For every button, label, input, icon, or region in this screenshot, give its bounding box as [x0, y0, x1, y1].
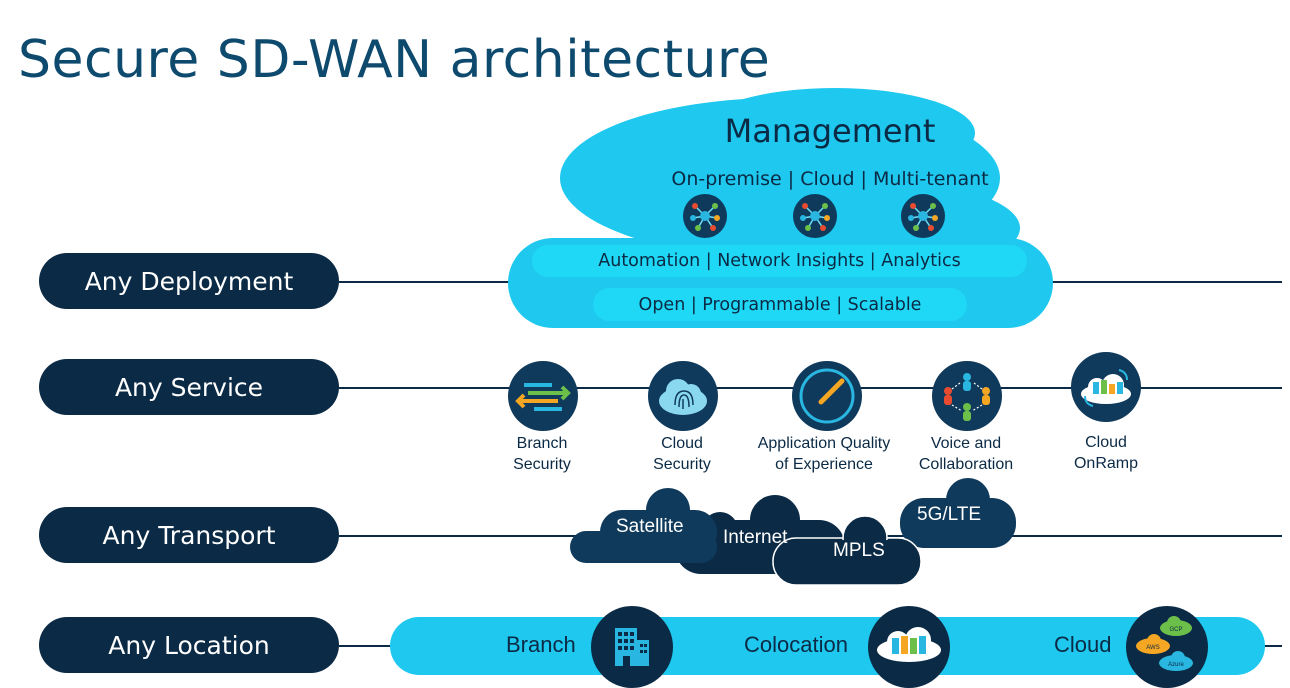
- datacenter-cloud-icon: [868, 606, 950, 688]
- voice-collaboration-icon: [932, 361, 1002, 431]
- service-label-cloud-security: Cloud Security: [653, 435, 711, 473]
- transport-internet: Internet: [723, 527, 788, 548]
- building-icon: [591, 606, 673, 688]
- service-label-cloud-onramp: Cloud OnRamp: [1073, 434, 1139, 472]
- transport-5g-lte: 5G/LTE: [917, 504, 982, 525]
- location-label-colocation: Colocation: [744, 632, 848, 657]
- service-label-branch-security: Branch Security: [513, 435, 571, 473]
- any-service-pill: Any Service: [39, 359, 339, 415]
- hub-network-icon: [683, 194, 727, 238]
- gcp-badge: GCP: [1169, 627, 1182, 633]
- management-title: Management: [724, 112, 936, 150]
- transport-clouds: [570, 478, 1016, 586]
- page-title: Secure SD-WAN architecture: [18, 30, 771, 90]
- cloud-onramp-icon: [1071, 352, 1141, 422]
- aws-badge: AWS: [1146, 645, 1159, 651]
- location-label-branch: Branch: [506, 632, 576, 657]
- open-band: Open | Programmable | Scalable: [593, 288, 967, 321]
- gauge-icon: [792, 361, 862, 431]
- multi-cloud-icon: GCP AWS Azure: [1126, 606, 1208, 688]
- cloud-security-icon: [648, 361, 718, 431]
- any-location-pill: Any Location: [39, 617, 339, 673]
- transport-satellite: Satellite: [616, 516, 684, 537]
- branch-security-icon: [508, 361, 578, 431]
- azure-badge: Azure: [1168, 662, 1184, 668]
- location-label-cloud: Cloud: [1054, 632, 1112, 657]
- service-label-app-quality: Application Quality of Experience: [757, 435, 891, 473]
- transport-mpls: MPLS: [833, 540, 885, 561]
- management-subtitle: On-premise | Cloud | Multi-tenant: [671, 168, 989, 190]
- hub-network-icon: [901, 194, 945, 238]
- automation-band: Automation | Network Insights | Analytic…: [532, 245, 1027, 277]
- hub-network-icon: [793, 194, 837, 238]
- location-bar: [390, 617, 1265, 675]
- service-label-voice: Voice and Collaboration: [918, 435, 1014, 473]
- any-deployment-pill: Any Deployment: [39, 253, 339, 309]
- any-transport-pill: Any Transport: [39, 507, 339, 563]
